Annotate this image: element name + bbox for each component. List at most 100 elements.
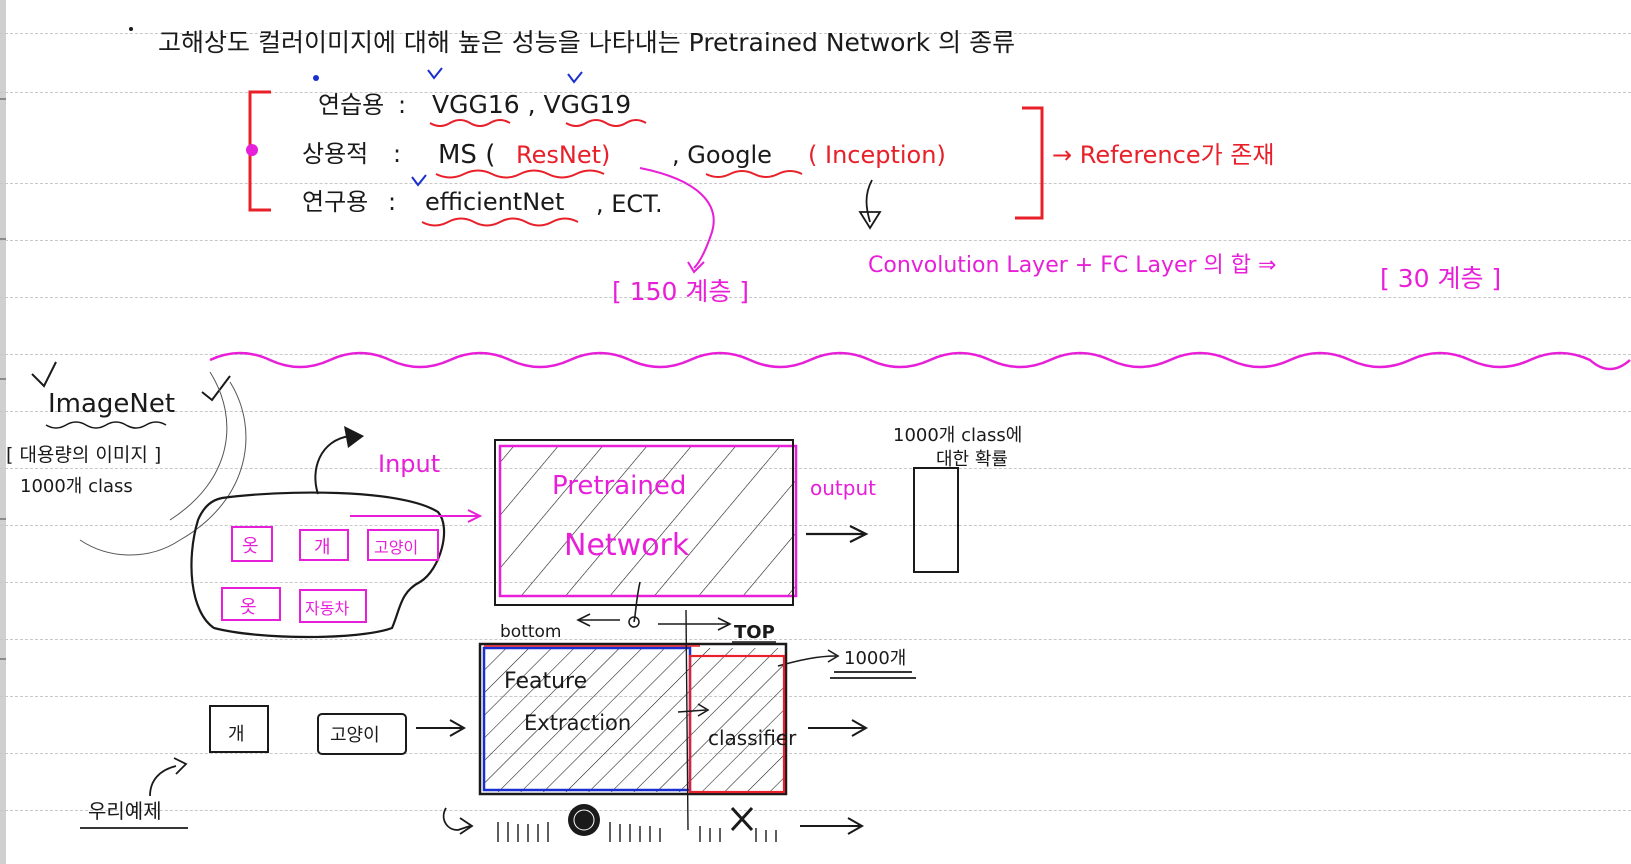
arrow-head bbox=[449, 719, 467, 737]
dataset-item bbox=[299, 589, 367, 623]
feature-label-2: Extraction bbox=[524, 711, 631, 735]
dataset-item-label: 옷 bbox=[240, 597, 257, 618]
bottom-label: bottom bbox=[500, 622, 561, 642]
arrow-head bbox=[173, 757, 188, 775]
row-value-ms: MS ( bbox=[438, 140, 495, 170]
arrow-head bbox=[847, 817, 865, 835]
ruled-line bbox=[0, 183, 1631, 184]
arrow-head bbox=[849, 525, 869, 543]
network-outer-box bbox=[478, 642, 788, 796]
frozen-mark-icon bbox=[568, 804, 600, 836]
feature-label-1: Feature bbox=[504, 669, 587, 694]
sketch-arc bbox=[169, 371, 228, 521]
dataset-item bbox=[299, 529, 349, 561]
bullet-dot bbox=[129, 27, 133, 31]
pretrained-label-2: Network bbox=[564, 528, 690, 563]
reference-note: → Reference가 존재 bbox=[1052, 141, 1274, 169]
ruled-line bbox=[0, 411, 1631, 412]
bracket-dot bbox=[246, 144, 258, 156]
classifier-label: classifier bbox=[708, 726, 797, 750]
resnet-layers: [ 150 계층 ] bbox=[612, 277, 749, 306]
page-edge-mark bbox=[0, 518, 6, 520]
row-value-resnet: ResNet) bbox=[516, 141, 610, 169]
page-edge-mark bbox=[0, 238, 6, 240]
our-item-label: 개 bbox=[228, 724, 245, 745]
dataset-item-label: 고양이 bbox=[374, 538, 418, 557]
dataset-item bbox=[231, 526, 273, 562]
inception-note: Convolution Layer + FC Layer 의 합 ⇒ bbox=[868, 253, 1276, 278]
check-icon bbox=[411, 174, 427, 187]
output-label: output bbox=[810, 476, 876, 500]
row-value-inception: ( Inception) bbox=[808, 141, 946, 169]
row-label-research: 연구용 bbox=[302, 188, 368, 216]
page-edge-mark bbox=[0, 378, 6, 380]
arrow-head bbox=[344, 426, 364, 448]
underline bbox=[705, 170, 803, 178]
wavy-divider bbox=[209, 351, 1631, 371]
arrow-head bbox=[827, 649, 840, 663]
output-vector bbox=[913, 467, 959, 573]
page-edge-mark bbox=[0, 98, 6, 100]
arrow-head bbox=[628, 616, 640, 628]
classes-count: 1000개 bbox=[844, 648, 906, 669]
underline bbox=[565, 119, 647, 127]
arrow-head bbox=[459, 817, 474, 835]
underline bbox=[421, 217, 579, 227]
tick-marks bbox=[497, 822, 777, 842]
ruled-line bbox=[0, 525, 1631, 526]
classifier-box bbox=[688, 654, 786, 794]
example-pointer bbox=[149, 765, 177, 797]
imagenet-desc-2: 1000개 class bbox=[20, 476, 133, 497]
pretrained-hatch bbox=[500, 446, 796, 596]
right-bracket bbox=[1015, 106, 1044, 220]
row-value-etc: , ECT. bbox=[596, 190, 663, 218]
network-hatch bbox=[484, 648, 784, 792]
check-icon bbox=[567, 71, 583, 84]
page-edge-mark bbox=[0, 658, 6, 660]
ruled-line bbox=[0, 639, 1631, 640]
ruled-line bbox=[0, 810, 1631, 811]
our-example-label: 우리예제 bbox=[88, 799, 162, 823]
arrow-head bbox=[467, 509, 483, 523]
underline bbox=[429, 119, 511, 127]
colon: : bbox=[398, 91, 406, 119]
pretrained-label-1: Pretrained bbox=[552, 471, 686, 501]
our-item bbox=[209, 705, 269, 753]
pretrained-network-box bbox=[498, 444, 798, 598]
row-value-vgg: VGG16 , VGG19 bbox=[432, 90, 631, 119]
down-arrow bbox=[633, 581, 641, 623]
curved-arrow bbox=[314, 435, 351, 495]
colon: : bbox=[393, 140, 401, 168]
blue-dot bbox=[313, 75, 319, 81]
arrow-head bbox=[851, 719, 869, 737]
ruled-line bbox=[0, 753, 1631, 754]
our-item-label: 고양이 bbox=[330, 725, 380, 746]
arrow-head bbox=[687, 261, 705, 274]
ruled-line bbox=[0, 468, 1631, 469]
ruled-line bbox=[0, 354, 1631, 355]
dataset-item bbox=[367, 529, 439, 561]
row-label-commercial: 상용적 bbox=[302, 140, 368, 168]
arrow-head bbox=[858, 211, 882, 230]
dataset-item bbox=[221, 587, 281, 621]
pretrained-outer-box bbox=[494, 439, 794, 606]
underline bbox=[435, 169, 605, 179]
inner-arrow bbox=[677, 709, 707, 713]
arrow-head bbox=[697, 703, 710, 717]
colon: : bbox=[388, 188, 396, 216]
arrow-to-150 bbox=[639, 167, 715, 269]
inception-layers: [ 30 계층 ] bbox=[1380, 264, 1501, 293]
dataset-item-label: 개 bbox=[314, 537, 331, 558]
row-label-practice: 연습용 bbox=[318, 91, 384, 119]
note-heading: 고해상도 컬러이미지에 대해 높은 성능을 나타내는 Pretrained Ne… bbox=[158, 28, 1015, 57]
input-label: Input bbox=[378, 450, 440, 478]
ruled-line bbox=[0, 33, 1631, 34]
ruled-line bbox=[0, 582, 1631, 583]
underline bbox=[45, 421, 167, 429]
sketch-arc bbox=[79, 381, 247, 556]
cross-icon bbox=[730, 806, 754, 832]
dataset-item-label: 자동차 bbox=[305, 599, 349, 618]
split-line bbox=[685, 609, 689, 831]
imagenet-desc-1: [ 대용량의 이미지 ] bbox=[6, 444, 161, 466]
